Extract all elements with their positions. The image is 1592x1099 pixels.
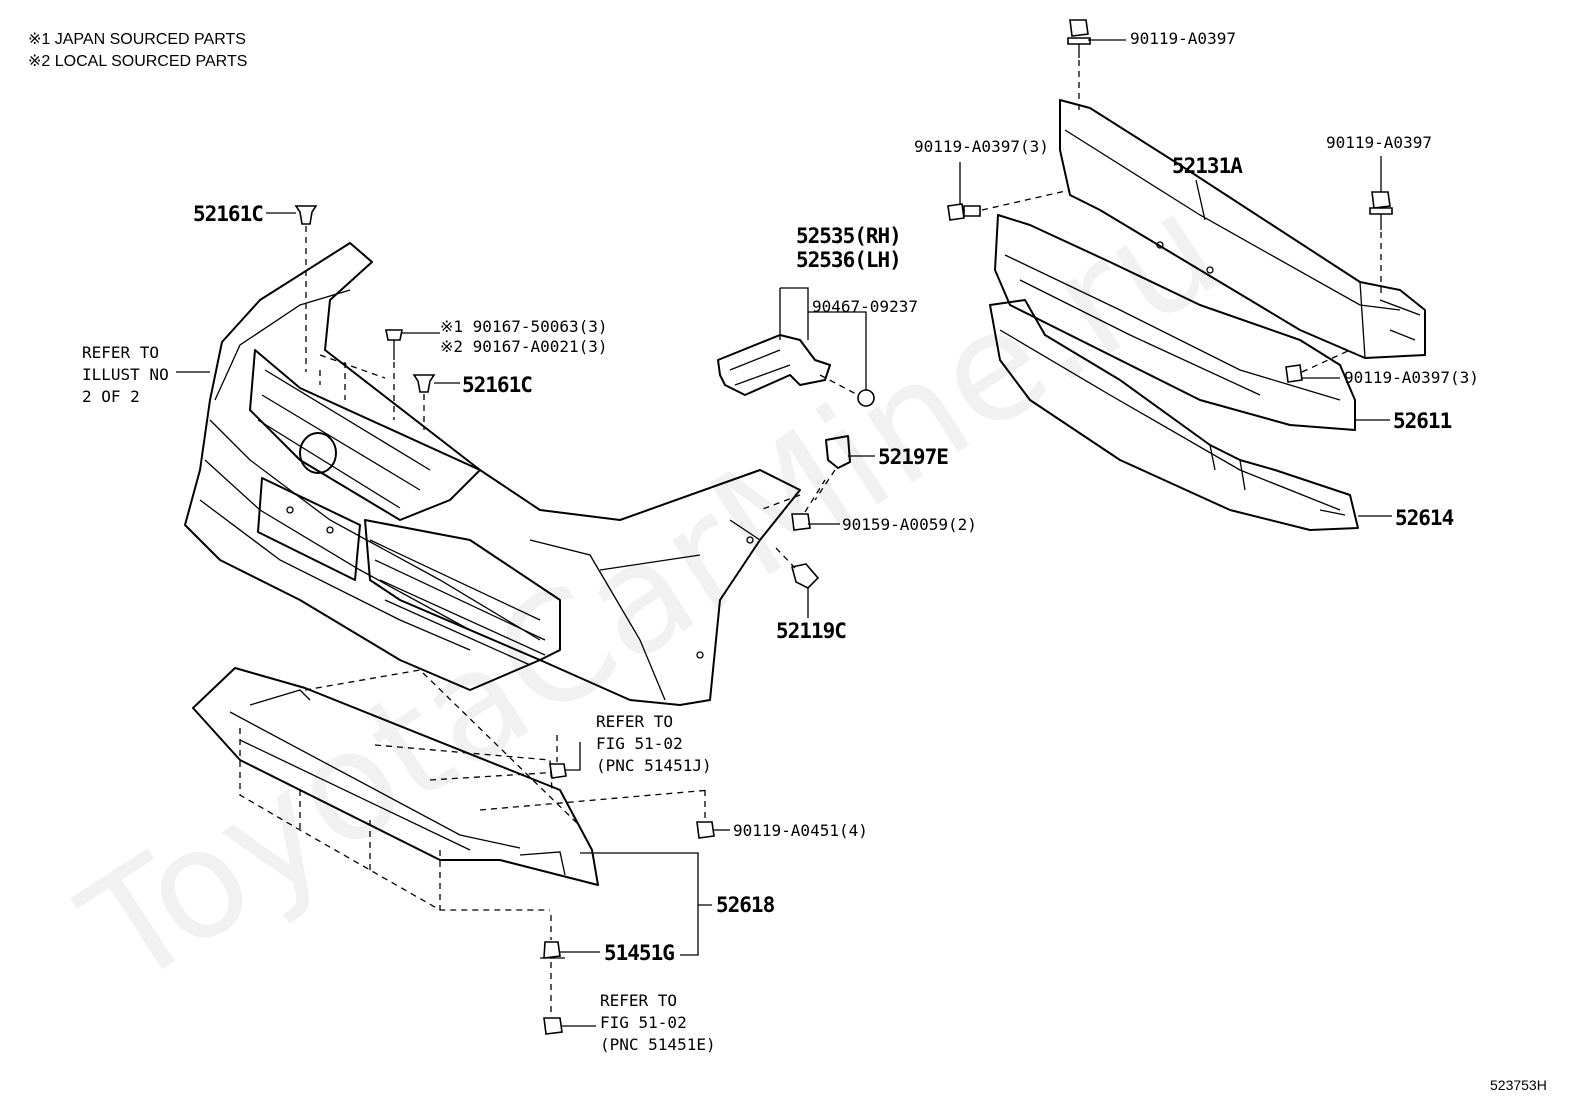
bolt-90119-right <box>1369 191 1393 295</box>
label-90167-japan: ※1 90167-50063(3) <box>440 317 608 336</box>
leader-52618 <box>580 852 712 956</box>
leader-refer-51451j <box>565 742 581 771</box>
label-90167-local: ※2 90167-A0021(3) <box>440 337 608 356</box>
clip-52161c-mid <box>412 374 436 430</box>
label-90119-lower: 90119-A0397(3) <box>1344 368 1479 387</box>
clip-52119c <box>775 547 820 589</box>
bolt-90119-a0451 <box>696 790 715 839</box>
bolt-90119-top <box>1067 19 1091 110</box>
grille-mount-lines <box>319 354 386 400</box>
label-51451g: 51451G <box>604 941 674 965</box>
note-local-sourced: ※2 LOCAL SOURCED PARTS <box>28 53 247 70</box>
leader-90467 <box>808 311 867 390</box>
refer-illust-line3: 2 OF 2 <box>82 387 140 406</box>
label-52618: 52618 <box>716 893 775 917</box>
label-90119-left: 90119-A0397(3) <box>914 137 1049 156</box>
label-52161c-top: 52161C <box>193 202 263 226</box>
refer-illust-line2: ILLUST NO <box>82 365 169 384</box>
bumper-reinforcement <box>1059 99 1426 359</box>
label-90119-right: 90119-A0397 <box>1326 133 1432 152</box>
bolt-90119-lower <box>1285 349 1351 383</box>
nut-51451g <box>540 915 565 1012</box>
label-52614: 52614 <box>1395 506 1454 530</box>
label-52131a: 52131A <box>1172 154 1243 178</box>
leader-52535 <box>779 287 809 340</box>
refer-51451j-line2: FIG 51-02 <box>596 734 683 753</box>
label-52119c: 52119C <box>776 619 846 643</box>
label-90119-a0451: 90119-A0451(4) <box>733 821 868 840</box>
clip-52161c-top <box>294 205 318 372</box>
refer-51451j-line1: REFER TO <box>596 712 673 731</box>
label-90467: 90467-09237 <box>812 297 918 316</box>
refer-51451j-line3: (PNC 51451J) <box>596 756 712 775</box>
label-52161c-mid: 52161C <box>462 373 532 397</box>
screw-51451j <box>549 735 567 779</box>
energy-absorber-upper <box>994 214 1356 431</box>
label-52536: 52536(LH) <box>796 248 901 272</box>
leader-52131a <box>1195 179 1206 221</box>
front-bumper-cover <box>184 242 801 706</box>
screw-90167 <box>385 329 403 420</box>
bolt-90119-left <box>947 189 1071 221</box>
energy-absorber-lower <box>989 299 1359 531</box>
refer-51451e-line1: REFER TO <box>600 991 677 1010</box>
refer-illust-line1: REFER TO <box>82 343 159 362</box>
screw-51451e <box>543 1017 563 1035</box>
label-90159: 90159-A0059(2) <box>842 515 977 534</box>
diagram-code: 523753H <box>1490 1077 1547 1093</box>
label-52611: 52611 <box>1393 409 1452 433</box>
lower-cover <box>192 667 711 911</box>
label-90119-top: 90119-A0397 <box>1130 29 1236 48</box>
refer-51451e-line3: (PNC 51451E) <box>600 1035 716 1054</box>
label-52535: 52535(RH) <box>796 224 901 248</box>
note-japan-sourced: ※1 JAPAN SOURCED PARTS <box>28 31 246 48</box>
label-52197e: 52197E <box>878 445 948 469</box>
watermark: ToyotaCarMine.ru <box>54 161 1249 1021</box>
side-retainer-bracket <box>717 334 875 407</box>
refer-51451e-line2: FIG 51-02 <box>600 1013 687 1032</box>
bolt-90159 <box>791 479 826 531</box>
seal-clip <box>759 435 851 511</box>
